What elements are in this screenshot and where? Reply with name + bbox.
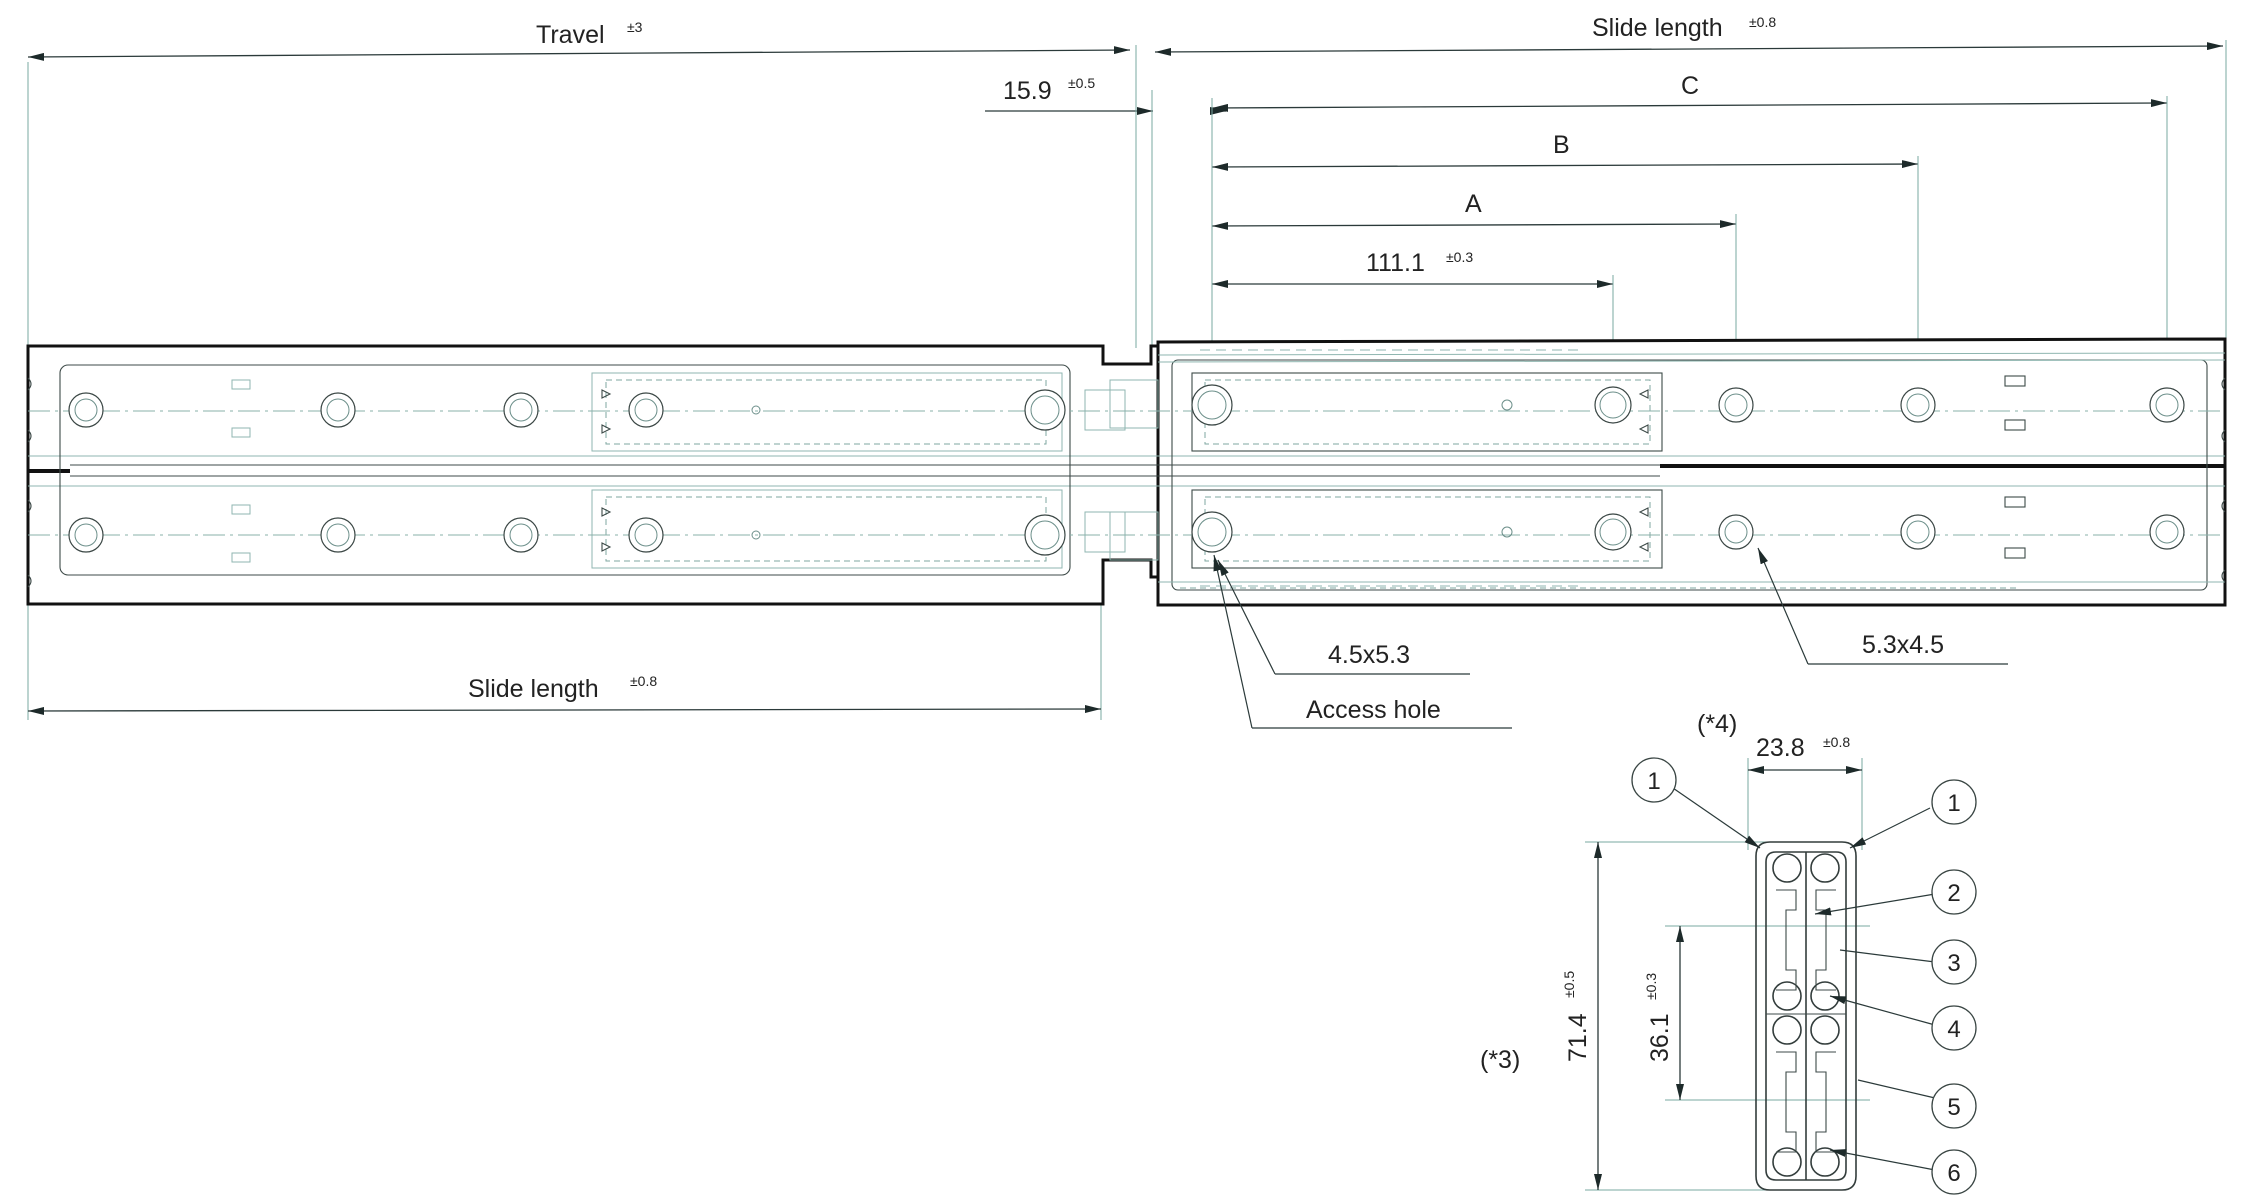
svg-text:1: 1 [1947,790,1960,817]
svg-text:5: 5 [1947,1094,1960,1121]
travel-label: Travel [536,21,605,49]
left-rail-outline [26,344,1160,606]
right-rail-outline [1156,337,2227,607]
callout-4: 4 [1931,1005,1977,1051]
offset-tolerance: ±0.5 [1068,75,1095,91]
first-hole-label: 111.1 [1366,249,1425,277]
slide-side-view [26,337,2227,607]
mounting-holes-top [68,384,2185,431]
callout-3: 3 [1931,939,1977,985]
callout-2: 2 [1931,869,1977,915]
first-hole-dimension: 111.1 ±0.3 [1212,249,1613,288]
note-4: (*4) [1697,710,1737,738]
first-hole-tolerance: ±0.3 [1446,249,1473,265]
svg-text:6: 6 [1947,1160,1960,1187]
travel-tolerance: ±3 [627,19,643,35]
slide-length-top-dimension: Slide length ±0.8 [1154,14,2224,56]
svg-text:1: 1 [1647,768,1660,795]
slide-length-bottom-tolerance: ±0.8 [630,673,657,689]
width-label: 23.8 [1756,734,1805,762]
svg-text:3: 3 [1947,950,1960,977]
slot-a-note: 4.5x5.3 [1328,641,1410,669]
dimension-c: C [1211,72,2168,112]
slot-marks [231,375,2026,563]
pitch-label: 36.1 [1646,1013,1674,1062]
callout-1-right: 1 [1931,779,1977,825]
dimension-a-label: A [1465,190,1482,218]
slide-length-top-label: Slide length [1592,14,1723,42]
hole-notes: 4.5x5.3 Access hole 5.3x4.5 [1213,547,2008,729]
pitch-tolerance: ±0.3 [1643,973,1659,1000]
dimension-a: A [1211,190,1737,230]
ball-retainer-marks [1200,349,1578,587]
slide-length-top-tolerance: ±0.8 [1749,14,1776,30]
callout-6: 6 [1931,1149,1977,1195]
travel-dimension: Travel ±3 [27,19,1131,61]
note-3: (*3) [1480,1046,1520,1074]
svg-text:2: 2 [1947,880,1960,907]
slide-length-bottom-label: Slide length [468,675,599,703]
callout-5: 5 [1931,1083,1977,1129]
offset-dimension: 15.9 ±0.5 [985,75,1226,115]
height-tolerance: ±0.5 [1561,971,1577,998]
dimension-b-label: B [1553,131,1570,159]
callout-1-left: 1 [1631,757,1677,803]
height-label: 71.4 [1564,1013,1592,1062]
svg-text:4: 4 [1947,1016,1960,1043]
width-tolerance: ±0.8 [1823,734,1850,750]
mounting-holes-bottom [68,511,2185,556]
dimension-b: B [1211,131,1919,171]
slide-length-bottom-dimension: Slide length ±0.8 [27,673,1102,715]
access-hole-note: Access hole [1306,696,1441,724]
dimension-c-label: C [1681,72,1699,100]
offset-label: 15.9 [1003,77,1052,105]
rail-profile [1755,841,1857,1191]
cross-section-view: (*4) (*3) 23.8 ±0.8 71.4 ±0.5 36.1 ±0.3 [1480,710,1977,1195]
slot-b-note: 5.3x4.5 [1862,631,1944,659]
